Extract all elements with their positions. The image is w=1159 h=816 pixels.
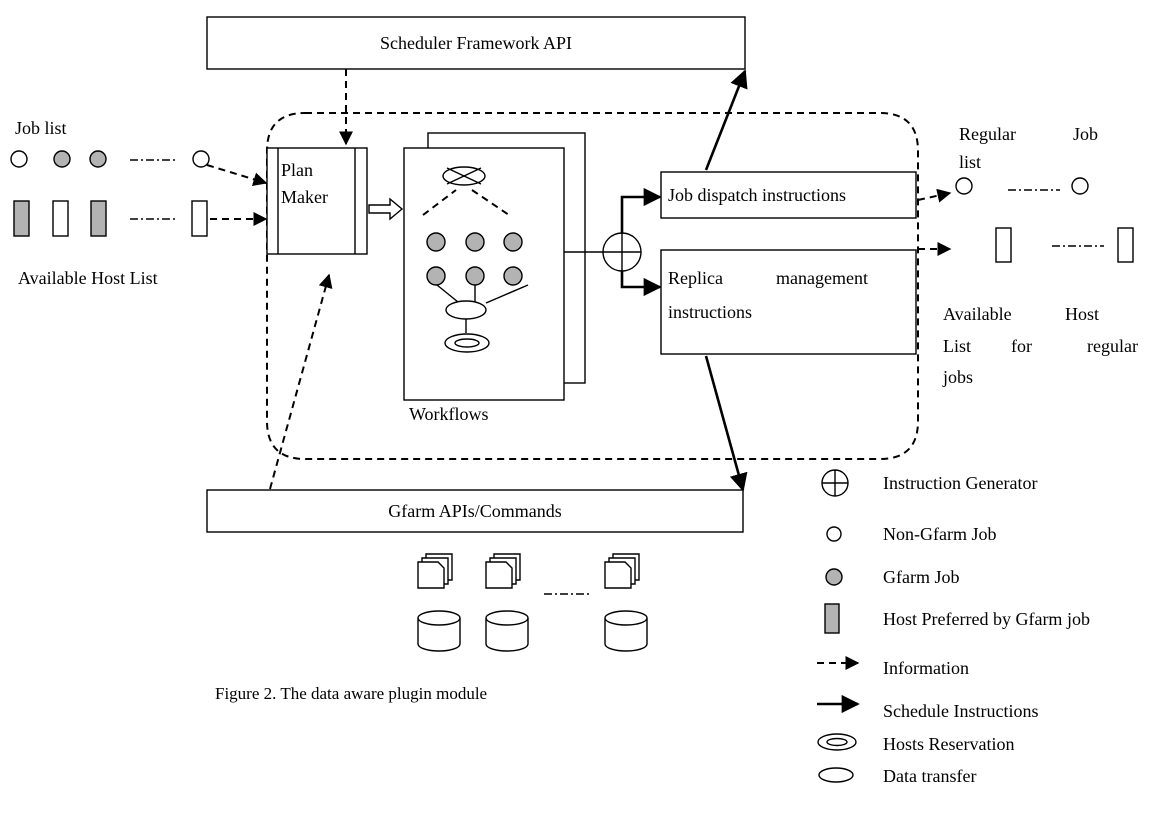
avail-regular-line3: jobs bbox=[942, 367, 973, 387]
workflows-label: Workflows bbox=[409, 404, 489, 424]
job-list-label: Job list bbox=[15, 118, 67, 138]
gfarm-api-box: Gfarm APIs/Commands bbox=[206, 489, 744, 533]
available-host-list-label: Available Host List bbox=[18, 268, 158, 288]
gfarm-api-label: Gfarm APIs/Commands bbox=[388, 501, 562, 521]
hollow-arrow-icon bbox=[368, 197, 404, 221]
scheduler-framework-api-box: Scheduler Framework API bbox=[206, 16, 746, 70]
job-dispatch-box: Job dispatch instructions bbox=[660, 171, 917, 219]
host-icon bbox=[1117, 227, 1134, 263]
figure-caption: Figure 2. The data aware plugin module bbox=[215, 684, 487, 703]
non-gfarm-job-icon bbox=[1071, 177, 1089, 195]
avail-regular-w1: Available bbox=[943, 304, 1012, 324]
disk-icon bbox=[485, 610, 529, 652]
instruction-generator-icon bbox=[602, 232, 642, 272]
host-icon bbox=[191, 200, 208, 237]
disk-icon bbox=[604, 610, 648, 652]
plan-maker-box: Plan Maker bbox=[266, 147, 368, 255]
double-ellipse-icon bbox=[817, 733, 857, 751]
regular-job-list-line2: list bbox=[959, 152, 981, 172]
gfarm-job-icon bbox=[89, 150, 107, 168]
host-list-row bbox=[13, 200, 208, 237]
legend-label-4: Information bbox=[883, 658, 969, 678]
legend-label-5: Schedule Instructions bbox=[883, 701, 1038, 721]
regular-job-list-w2: Job bbox=[1073, 124, 1098, 144]
scheduler-api-label: Scheduler Framework API bbox=[380, 33, 572, 53]
white-circle-icon bbox=[826, 526, 842, 542]
avail-regular-l2-w2: for bbox=[1011, 336, 1032, 356]
gray-rect-icon bbox=[824, 603, 840, 634]
non-gfarm-job-icon bbox=[192, 150, 210, 168]
plan-maker-label-1: Plan bbox=[281, 160, 313, 180]
job-list-row bbox=[10, 150, 210, 168]
plugin-boundary bbox=[266, 112, 919, 460]
preferred-host-icon bbox=[13, 200, 30, 237]
legend-label-2: Gfarm Job bbox=[883, 567, 959, 587]
preferred-host-icon bbox=[90, 200, 107, 237]
legend-label-1: Non-Gfarm Job bbox=[883, 524, 996, 544]
non-gfarm-job-icon bbox=[10, 150, 28, 168]
file-stack-icon bbox=[604, 553, 640, 589]
avail-regular-l2-w1: List bbox=[943, 336, 971, 356]
host-icon bbox=[52, 200, 69, 237]
avail-regular-w2: Host bbox=[1065, 304, 1099, 324]
replica-management-box: Replica management instructions bbox=[660, 249, 917, 355]
legend-label-6: Hosts Reservation bbox=[883, 734, 1014, 754]
plan-maker-label-2: Maker bbox=[281, 187, 328, 207]
non-gfarm-job-icon bbox=[955, 177, 973, 195]
ellipse-icon bbox=[818, 767, 854, 783]
file-stack-icon bbox=[417, 553, 453, 589]
instruction-generator-icon bbox=[821, 469, 849, 497]
replica-label-word2: management bbox=[776, 268, 868, 288]
replica-label-line2: instructions bbox=[668, 302, 752, 322]
legend-label-0: Instruction Generator bbox=[883, 473, 1037, 493]
file-stack-icon bbox=[485, 553, 521, 589]
avail-regular-l2-w3: regular bbox=[1087, 336, 1138, 356]
legend-label-3: Host Preferred by Gfarm job bbox=[883, 609, 1090, 629]
replica-label-word1: Replica bbox=[668, 268, 723, 288]
workflows-stack bbox=[403, 132, 586, 401]
host-icon bbox=[995, 227, 1012, 263]
gray-circle-icon bbox=[825, 568, 843, 586]
legend-label-7: Data transfer bbox=[883, 766, 976, 786]
gfarm-job-icon bbox=[53, 150, 71, 168]
regular-job-list-w1: Regular bbox=[959, 124, 1016, 144]
legend: Instruction Generator Non-Gfarm Job Gfar… bbox=[817, 469, 1090, 786]
job-dispatch-label: Job dispatch instructions bbox=[668, 185, 846, 205]
disk-icon bbox=[417, 610, 461, 652]
